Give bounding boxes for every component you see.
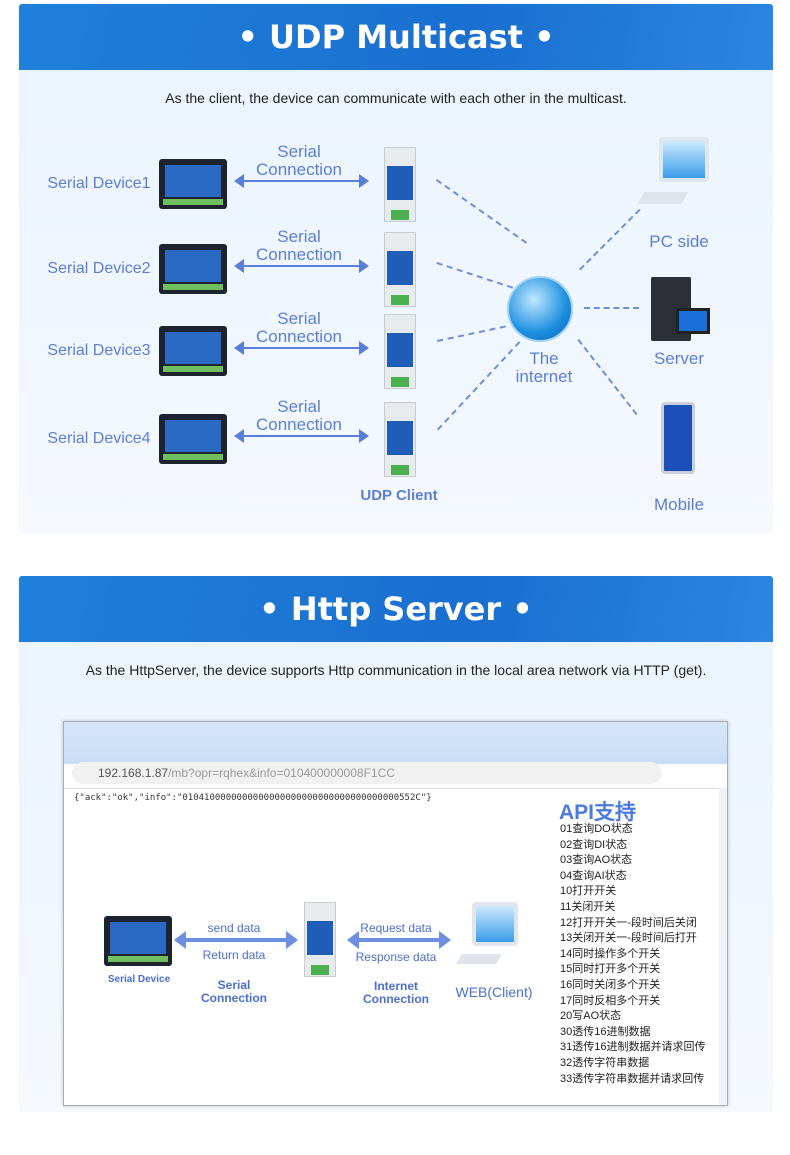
monitor-icon <box>676 308 710 334</box>
response-text: {"ack":"ok","info":"01041000000000000000… <box>74 793 432 803</box>
api-item: 31透传16进制数据并请求回传 <box>560 1041 706 1054</box>
link-line <box>437 325 506 342</box>
pc-side-label: PC side <box>649 232 709 251</box>
api-item: 20写AO状态 <box>560 1010 622 1023</box>
api-item: 33透传字符串数据并请求回传 <box>560 1072 705 1085</box>
api-item: 14同时操作多个开关 <box>560 947 661 960</box>
browser-screenshot: 192.168.1.87/mb?opr=rqhex&info=010400000… <box>63 721 728 1106</box>
api-item: 13关闭开关一-段时间后打开 <box>560 932 697 945</box>
serial-device-icon <box>159 326 227 376</box>
serial-server-icon <box>384 232 416 307</box>
internet-arrow <box>347 931 451 949</box>
response-data-label: Response data <box>355 950 437 964</box>
serial-device-label: Serial Device3 <box>47 342 151 359</box>
keyboard-icon <box>637 192 689 204</box>
mobile-icon <box>661 402 695 474</box>
api-item: 01查询DO状态 <box>560 823 633 835</box>
serial-device-label: Serial Device4 <box>47 430 151 447</box>
link-line <box>435 179 528 244</box>
pc-icon <box>659 137 709 182</box>
return-data-label: Return data <box>202 948 266 962</box>
api-item: 15同时打开多个开关 <box>560 963 661 976</box>
serial-arrow <box>174 931 298 949</box>
api-item: 17同时反相多个开关 <box>560 994 661 1007</box>
serial-device-icon <box>159 159 227 209</box>
serial-device-icon <box>159 244 227 294</box>
serial-device-label: Serial Device2 <box>47 260 151 277</box>
serial-arrow <box>234 259 369 273</box>
api-item: 11关闭开关 <box>560 900 616 913</box>
serial-device-label: Serial Device1 <box>47 175 151 192</box>
serial-device-label: Serial Device <box>107 974 171 985</box>
send-data-label: send data <box>207 921 261 935</box>
request-data-label: Request data <box>360 921 432 935</box>
api-list: 01查询DO状态 02查询DI状态 03查询AO状态 04查询AI状态 10打开开关 11… <box>560 822 705 1087</box>
browser-toolbar <box>64 722 727 764</box>
serial-arrow <box>234 341 369 355</box>
api-item: 32透传字符串数据 <box>560 1056 650 1069</box>
api-item: 10打开开关 <box>560 885 617 898</box>
api-item: 30透传16进制数据 <box>560 1025 651 1038</box>
globe-icon <box>507 276 573 342</box>
http-subtitle: As the HttpServer, the device supports H… <box>85 662 707 678</box>
http-title: • Http Server • <box>19 576 773 642</box>
api-item: 12打开开关一-段时间后关闭 <box>560 916 697 929</box>
link-line <box>579 208 641 271</box>
udp-title: • UDP Multicast • <box>19 4 773 70</box>
udp-client-label: UDP Client <box>360 487 438 504</box>
scrollbar[interactable] <box>719 788 727 1105</box>
api-item: 02查询DI状态 <box>560 838 628 851</box>
web-client-label: WEB(Client) <box>455 984 533 1000</box>
serial-server-icon <box>384 314 416 389</box>
serial-server-icon <box>384 147 416 222</box>
udp-subtitle: As the client, the device can communicat… <box>165 90 627 106</box>
keyboard-icon <box>456 954 502 964</box>
serial-server-icon <box>304 902 336 977</box>
serial-arrow <box>234 429 369 443</box>
api-title: API支持 <box>559 801 637 824</box>
mobile-label: Mobile <box>653 495 705 514</box>
server-label: Server <box>653 349 705 368</box>
serial-server-icon <box>384 402 416 477</box>
api-item: 04查询AI状态 <box>560 869 627 882</box>
serial-device-icon <box>159 414 227 464</box>
address-bar[interactable]: 192.168.1.87/mb?opr=rqhex&info=010400000… <box>72 762 662 784</box>
api-item: 03查询AO状态 <box>560 854 633 867</box>
api-item: 16同时关闭多个开关 <box>560 978 661 991</box>
link-line <box>584 307 639 309</box>
link-line <box>436 262 514 289</box>
serial-device-icon <box>104 916 172 966</box>
pc-icon <box>472 902 518 946</box>
udp-multicast-panel: • UDP Multicast • As the client, the dev… <box>19 4 773 533</box>
serial-arrow <box>234 174 369 188</box>
